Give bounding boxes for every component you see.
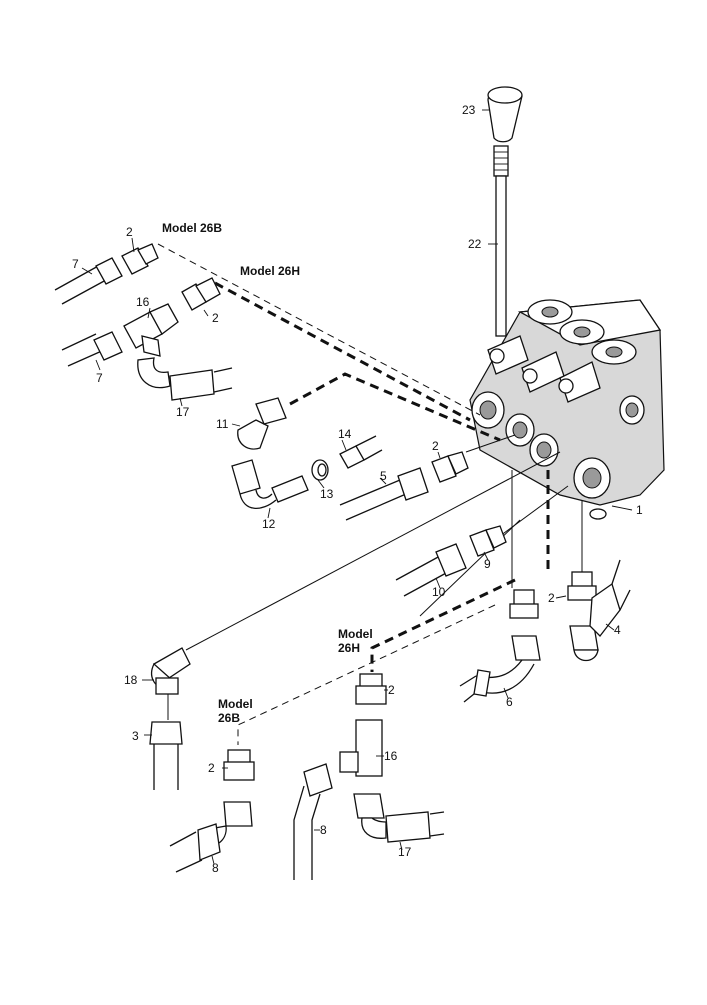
elbow-fitting-18 xyxy=(151,647,191,695)
callout-1: 1 xyxy=(636,503,643,517)
callout-5: 5 xyxy=(380,469,387,483)
callout-7-lower: 7 xyxy=(96,371,103,385)
control-valve-body xyxy=(469,299,665,520)
control-lever xyxy=(493,145,509,337)
elbow-hose-17-top xyxy=(137,357,233,401)
callout-6: 6 xyxy=(506,695,513,709)
callout-3: 3 xyxy=(132,729,139,743)
model-26h-label-bottom-line2: 26H xyxy=(338,641,360,655)
spool-section-2 xyxy=(559,319,605,345)
tee-fitting-16-top xyxy=(123,303,179,357)
hose-14 xyxy=(339,435,383,469)
valve-port-lower xyxy=(529,433,559,467)
model-26b-label-top: Model 26B xyxy=(162,221,222,235)
callout-8-left: 8 xyxy=(212,861,219,875)
hose-8-bottom-right xyxy=(293,763,333,880)
callout-10: 10 xyxy=(432,585,446,599)
adapter-fitting-2-mid xyxy=(431,451,469,483)
callout-2-bottom-26h: 2 xyxy=(388,683,395,697)
callout-12: 12 xyxy=(262,517,276,531)
connection-lines xyxy=(157,243,583,745)
valve-port-upper xyxy=(471,391,505,429)
callout-16-top: 16 xyxy=(136,295,150,309)
hose-clamp-13 xyxy=(311,459,329,481)
valve-port-middle xyxy=(505,413,535,447)
model-26h-label-bottom-line1: Model xyxy=(338,627,373,641)
model-26h-label-top: Model 26H xyxy=(240,264,300,278)
callout-16-bottom: 16 xyxy=(384,749,398,763)
callout-leaders xyxy=(81,109,633,865)
callout-8-right: 8 xyxy=(320,823,327,837)
adapter-fitting-2-top-b xyxy=(181,277,221,311)
callout-2-bottom-26b: 2 xyxy=(208,761,215,775)
callout-22: 22 xyxy=(468,237,482,251)
callout-2-top-a: 2 xyxy=(126,225,133,239)
elbow-fitting-11 xyxy=(237,397,287,450)
hose-12-assembly xyxy=(231,459,309,509)
valve-port-outlet xyxy=(573,457,611,499)
adapter-fitting-2-right-b xyxy=(567,571,597,601)
tee-fitting-16-bottom xyxy=(339,719,383,777)
callout-13: 13 xyxy=(320,487,334,501)
elbow-hose-17-bottom xyxy=(353,793,445,843)
callout-11: 11 xyxy=(216,417,229,431)
adapter-fitting-2-right-a xyxy=(509,589,539,619)
control-knob xyxy=(487,86,523,143)
elbow-hose-6 xyxy=(459,635,541,703)
callout-4: 4 xyxy=(614,623,621,637)
adapter-fitting-2-bottom-26b xyxy=(223,749,255,781)
callout-9: 9 xyxy=(484,557,491,571)
adapter-fitting-2-bottom-26h xyxy=(355,673,387,705)
spool-section-3 xyxy=(591,339,637,365)
valve-port-side xyxy=(619,395,645,425)
adapter-fitting-2-top-a xyxy=(121,243,159,275)
callout-2-right: 2 xyxy=(548,591,555,605)
hose-7-upper xyxy=(54,257,123,305)
callout-17-bottom: 17 xyxy=(398,845,412,859)
callout-14: 14 xyxy=(338,427,352,441)
hose-7-lower xyxy=(61,331,123,367)
callout-18: 18 xyxy=(124,673,138,687)
spool-section-1 xyxy=(527,299,573,325)
elbow-hose-8-bottom-left xyxy=(169,801,253,873)
adapter-fitting-9 xyxy=(469,525,507,557)
callout-23: 23 xyxy=(462,103,476,117)
callout-7-upper: 7 xyxy=(72,257,79,271)
callout-17-top: 17 xyxy=(176,405,190,419)
hose-5 xyxy=(339,467,429,521)
callout-2-top-b: 2 xyxy=(212,311,219,325)
model-26b-label-bottom-line1: Model xyxy=(218,697,253,711)
hose-3 xyxy=(149,721,183,790)
model-26b-label-bottom-line2: 26B xyxy=(218,711,240,725)
callout-2-mid: 2 xyxy=(432,439,439,453)
elbow-hose-4 xyxy=(569,559,631,662)
hose-10 xyxy=(395,543,467,597)
